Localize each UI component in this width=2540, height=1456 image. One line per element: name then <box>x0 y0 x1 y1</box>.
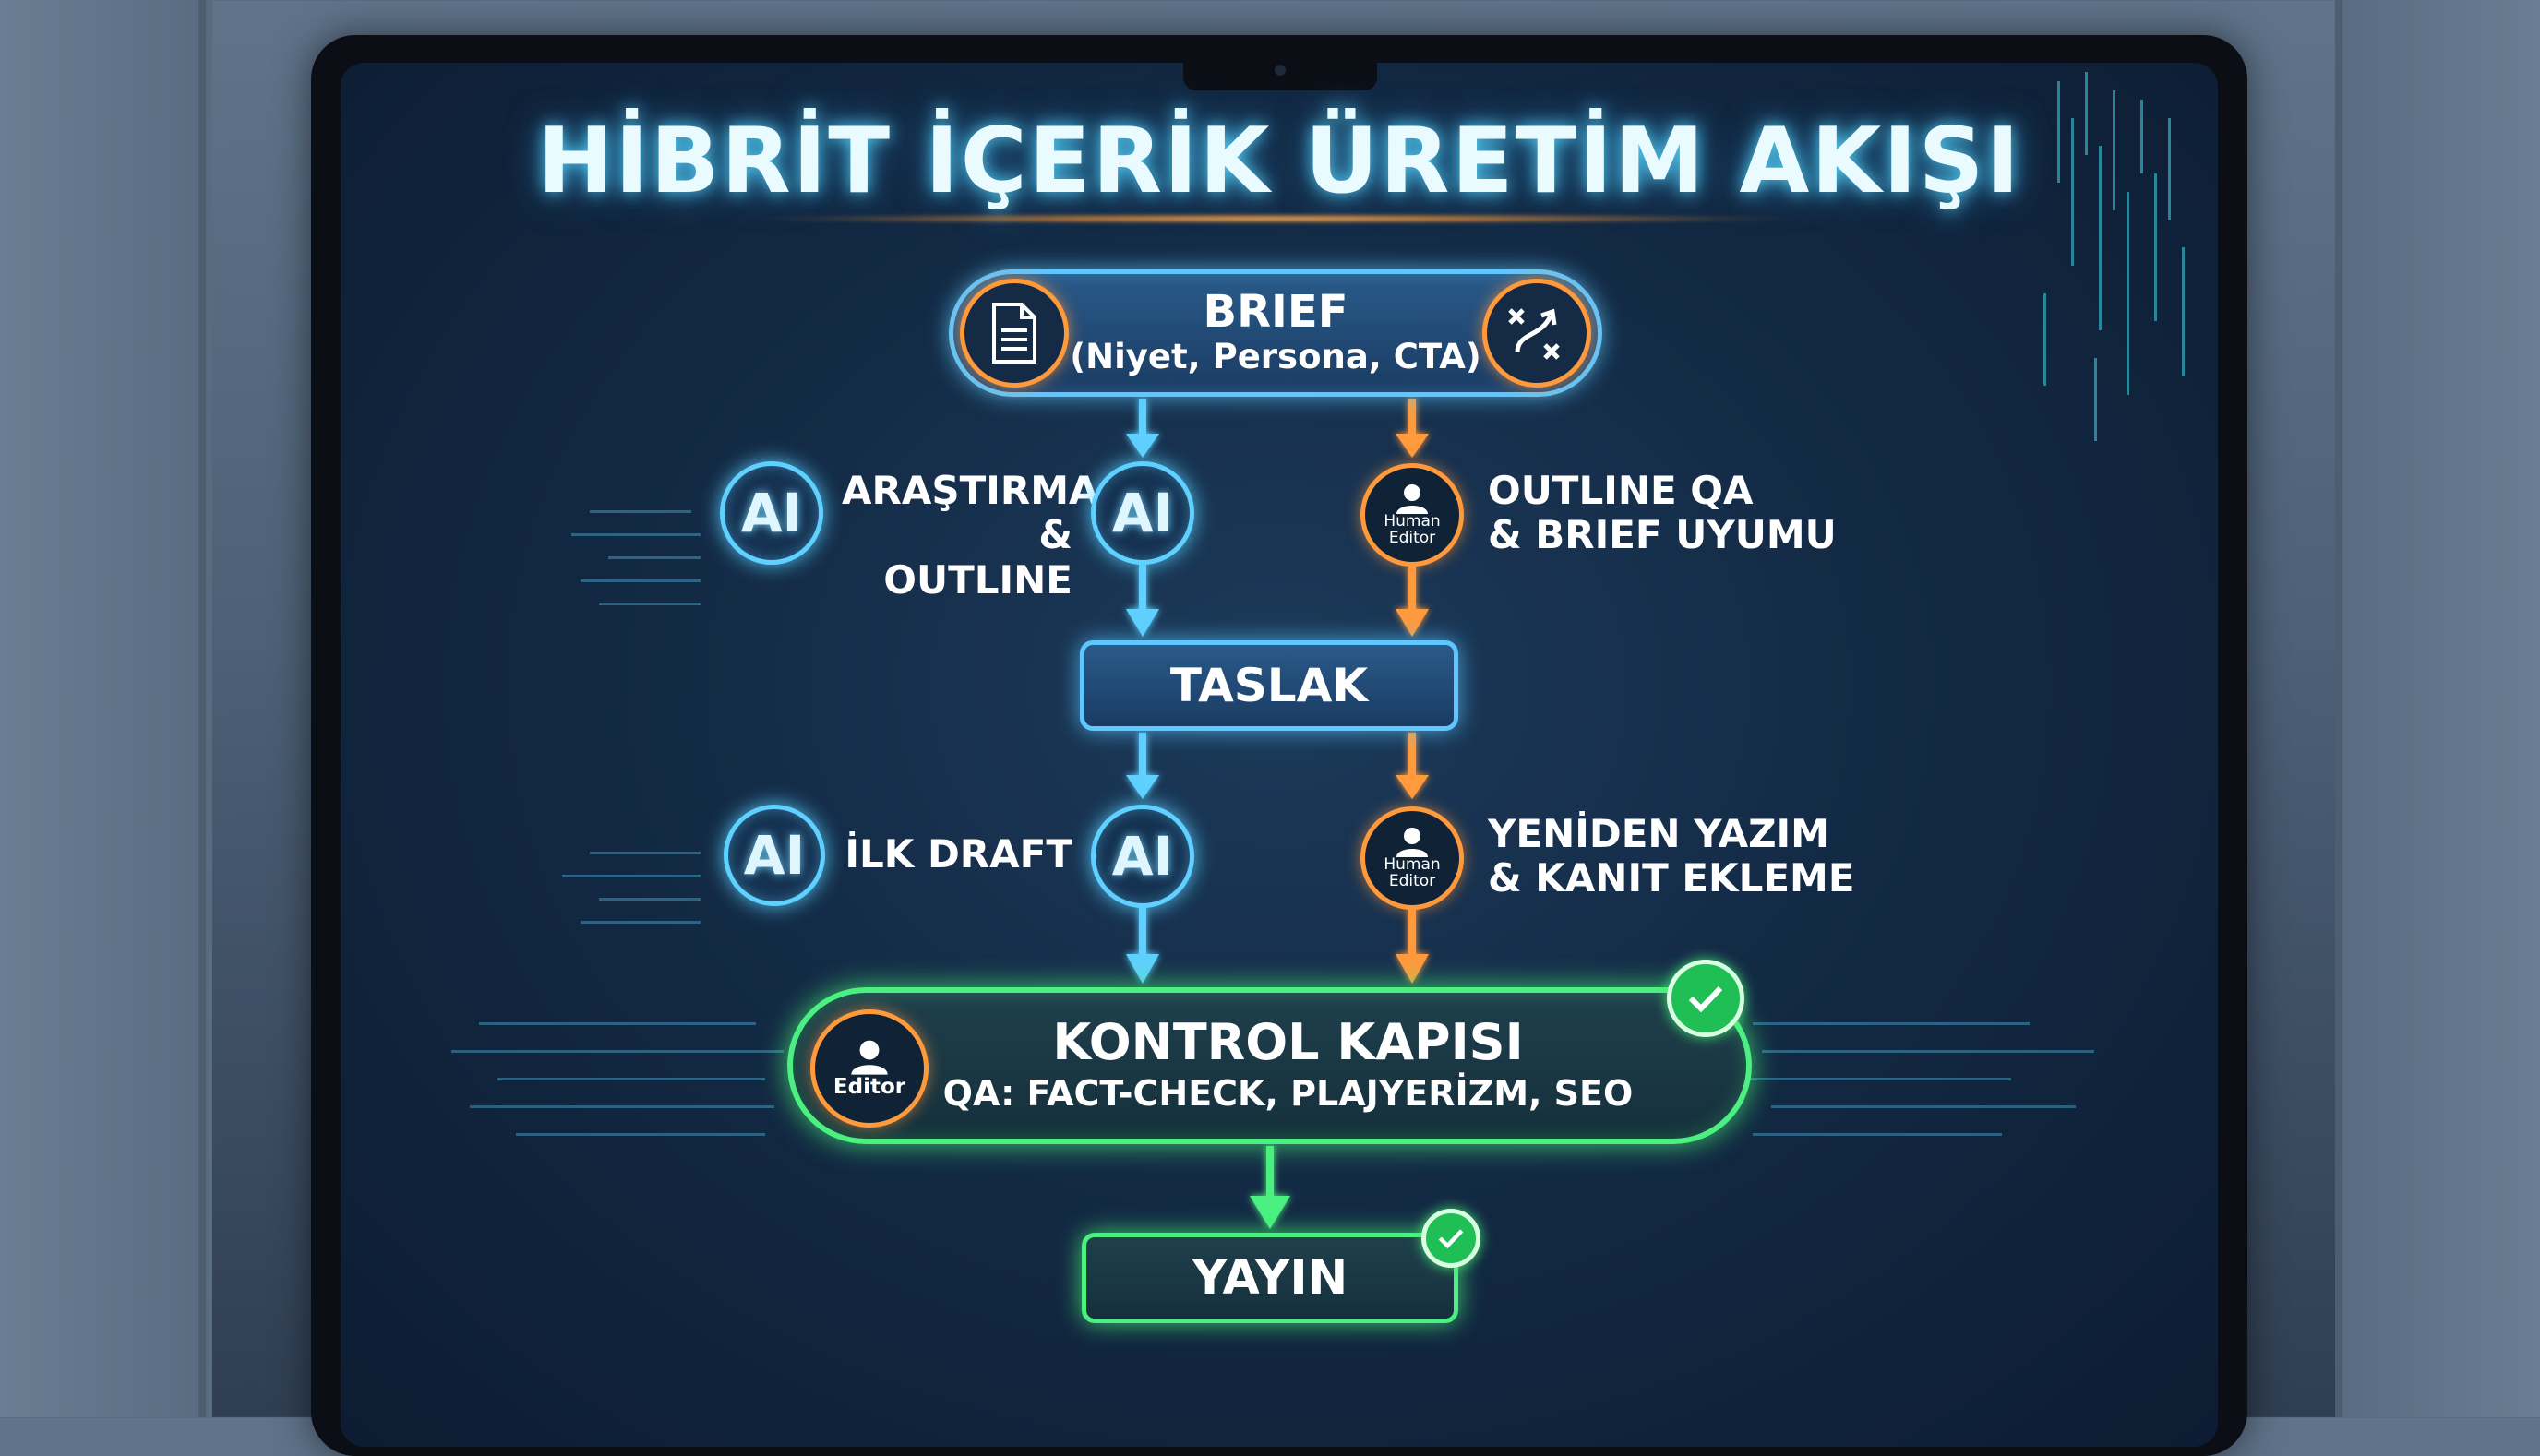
diagram-title: HİBRİT İÇERİK ÜRETİM AKIŞI <box>537 109 2021 214</box>
arrowhead-human2 <box>1396 775 1429 799</box>
human-step2-line2: & KANIT EKLEME <box>1488 855 1855 901</box>
user-icon <box>851 1040 888 1075</box>
editor-badge-text: Editor <box>833 1075 906 1099</box>
human-step2-line1: YENİDEN YAZIM <box>1488 811 1829 856</box>
human-line: Human <box>1384 512 1441 531</box>
arrowhead-ai-kontrol <box>1126 954 1159 984</box>
background-edge-right <box>2335 0 2342 1417</box>
ai-badge-left-1: AI <box>720 461 823 565</box>
ai-badge-center-1: AI <box>1091 461 1194 565</box>
ai-step1-line1: ARAŞTIRMA <box>842 468 1099 513</box>
ai-badge-text: AI <box>1111 482 1174 544</box>
editor-badge: Editor <box>810 1009 929 1128</box>
editor-line: Editor <box>1388 872 1436 890</box>
human-step1-line1: OUTLINE QA <box>1488 468 1754 513</box>
taslak-node: TASLAK <box>1080 640 1458 731</box>
editor-line: Editor <box>1388 529 1436 547</box>
digital-rain-decoration <box>451 72 2185 1136</box>
background-left-panel <box>0 0 212 1417</box>
ai-badge-text: AI <box>1111 825 1174 888</box>
arrowhead-human-kontrol <box>1396 954 1429 984</box>
ai-step1-line2: & OUTLINE <box>883 512 1072 603</box>
ai-badge-text: AI <box>740 482 803 544</box>
human-editor-badge-2: Human Editor <box>1360 806 1464 910</box>
flow-arrows <box>1126 399 1429 1229</box>
kontrol-kapisi-node: KONTROL KAPISI QA: FACT-CHECK, PLAJYERİZ… <box>787 987 1752 1144</box>
strategy-icon <box>1482 279 1591 388</box>
human-editor-badge-1: Human Editor <box>1360 463 1464 567</box>
title-underline-glow <box>757 214 1791 223</box>
kontrol-check-icon <box>1667 960 1744 1037</box>
arrowhead-human1 <box>1396 434 1429 458</box>
kontrol-title: KONTROL KAPISI <box>1052 1013 1524 1072</box>
user-icon <box>1396 828 1428 858</box>
human-step1-label: OUTLINE QA & BRIEF UYUMU <box>1488 468 1875 558</box>
human-step1-line2: & BRIEF UYUMU <box>1488 512 1837 558</box>
arrowhead-human-taslak <box>1396 609 1429 637</box>
brief-subtitle: (Niyet, Persona, CTA) <box>1070 337 1481 377</box>
background-right-panel <box>2335 0 2540 1417</box>
human-editor-text-1: Human Editor <box>1384 512 1441 547</box>
arrowhead-ai2 <box>1126 775 1159 799</box>
brief-title: BRIEF <box>1203 286 1348 339</box>
user-icon <box>1396 484 1428 515</box>
kontrol-subtitle: QA: FACT-CHECK, PLAJYERİZM, SEO <box>942 1073 1634 1115</box>
ai-step2-label: İLK DRAFT <box>845 831 1072 877</box>
arrowhead-ai-taslak <box>1126 609 1159 637</box>
arrowhead-ai1 <box>1126 434 1159 458</box>
ai-badge-left-2: AI <box>724 805 825 906</box>
human-line: Human <box>1384 855 1441 875</box>
ai-step1-label: ARAŞTIRMA & OUTLINE <box>842 468 1099 603</box>
background-edge-left <box>198 0 206 1417</box>
ai-badge-center-2: AI <box>1091 805 1194 908</box>
document-icon <box>960 279 1069 388</box>
arrowhead-yayin <box>1250 1196 1290 1229</box>
human-step2-label: YENİDEN YAZIM & KANIT EKLEME <box>1488 811 1875 901</box>
camera-dot <box>1275 65 1286 76</box>
yayin-check-icon <box>1421 1209 1480 1268</box>
human-editor-text-2: Human Editor <box>1384 855 1441 890</box>
yayin-node: YAYIN <box>1082 1233 1458 1323</box>
ai-badge-text: AI <box>743 824 806 887</box>
